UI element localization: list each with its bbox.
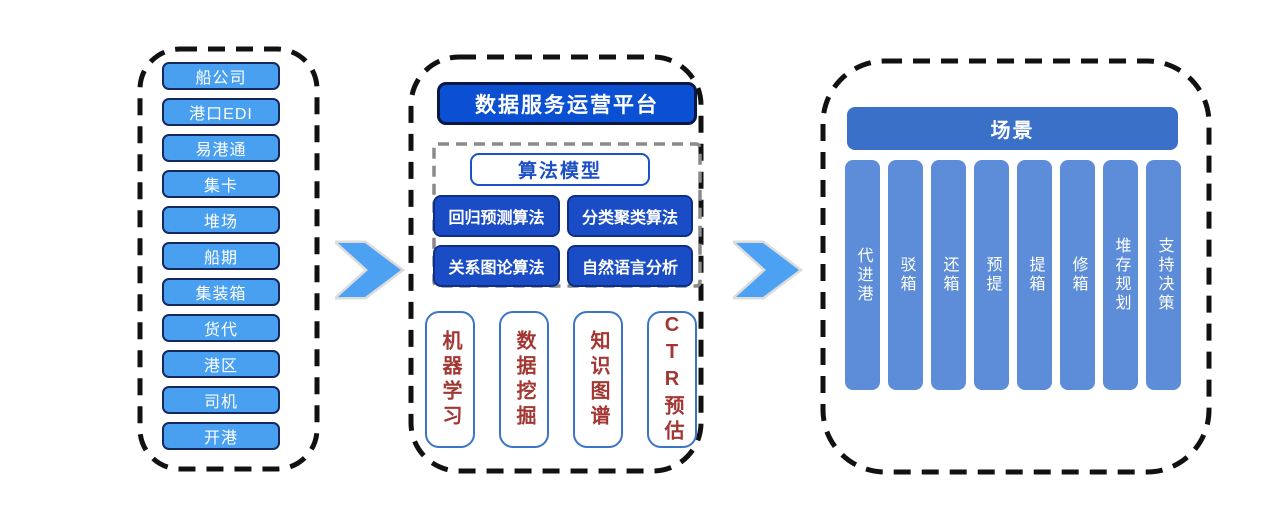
data-source-box: 船期 <box>162 242 280 270</box>
algorithm-box: 分类聚类算法 <box>567 195 693 237</box>
scenario-label: 还箱 <box>940 256 958 294</box>
scenario-bar: 修箱 <box>1060 160 1095 390</box>
algorithm-box: 关系图论算法 <box>433 245 560 287</box>
algorithm-model-title: 算法模型 <box>470 153 650 186</box>
data-source-box: 易港通 <box>162 134 280 162</box>
data-source-box: 货代 <box>162 314 280 342</box>
data-source-box: 集装箱 <box>162 278 280 306</box>
algorithm-box: 回归预测算法 <box>433 195 560 237</box>
scenario-label: 代进港 <box>854 246 872 304</box>
capability-box: 数据挖掘 <box>499 311 549 448</box>
data-source-box: 开港 <box>162 422 280 450</box>
scenario-bar: 还箱 <box>931 160 966 390</box>
chevron-right-icon <box>335 240 405 300</box>
scenario-bar: 驳箱 <box>888 160 923 390</box>
capability-label: CTR预估 <box>661 314 683 445</box>
capability-list: 机器学习 数据挖掘 知识图谱 CTR预估 <box>425 311 697 448</box>
data-source-box: 船公司 <box>162 62 280 90</box>
capability-box: 知识图谱 <box>573 311 623 448</box>
data-source-box: 堆场 <box>162 206 280 234</box>
scenario-list: 代进港 驳箱 还箱 预提 提箱 修箱 堆存规划 支持决策 <box>845 160 1181 390</box>
capability-box: CTR预估 <box>647 311 697 448</box>
data-source-box: 集卡 <box>162 170 280 198</box>
scenario-label: 预提 <box>983 256 1001 294</box>
scenario-bar: 代进港 <box>845 160 880 390</box>
scenario-label: 提箱 <box>1026 256 1044 294</box>
scenario-label: 堆存规划 <box>1112 237 1130 313</box>
data-source-box: 港区 <box>162 350 280 378</box>
algorithm-model-group: 算法模型 回归预测算法分类聚类算法关系图论算法自然语言分析 <box>432 142 702 288</box>
capability-box: 机器学习 <box>425 311 475 448</box>
data-source-list: 船公司港口EDI 易港通集卡堆场船期集装箱货代港区司机开港 <box>162 62 280 450</box>
capability-label: 机器学习 <box>439 329 461 430</box>
platform-group: 数据服务运营平台 算法模型 回归预测算法分类聚类算法关系图论算法自然语言分析 机… <box>408 54 704 474</box>
data-sources-group: 船公司港口EDI 易港通集卡堆场船期集装箱货代港区司机开港 <box>137 46 320 472</box>
scenarios-title: 场景 <box>847 107 1178 150</box>
scenario-label: 驳箱 <box>897 256 915 294</box>
algorithm-box: 自然语言分析 <box>567 245 693 287</box>
capability-label: 数据挖掘 <box>513 329 535 430</box>
platform-title: 数据服务运营平台 <box>437 82 697 125</box>
chevron-right-icon <box>733 240 803 300</box>
data-source-box: 司机 <box>162 386 280 414</box>
scenario-label: 修箱 <box>1069 256 1087 294</box>
scenario-bar: 预提 <box>974 160 1009 390</box>
scenario-bar: 支持决策 <box>1146 160 1181 390</box>
data-source-box: 港口EDI <box>162 98 280 126</box>
scenario-bar: 堆存规划 <box>1103 160 1138 390</box>
scenario-label: 支持决策 <box>1155 237 1173 313</box>
algorithm-list: 回归预测算法分类聚类算法关系图论算法自然语言分析 <box>433 195 693 287</box>
capability-label: 知识图谱 <box>587 329 609 430</box>
scenarios-group: 场景 代进港 驳箱 还箱 预提 提箱 修箱 堆存规划 支持决策 <box>820 58 1212 475</box>
scenario-bar: 提箱 <box>1017 160 1052 390</box>
